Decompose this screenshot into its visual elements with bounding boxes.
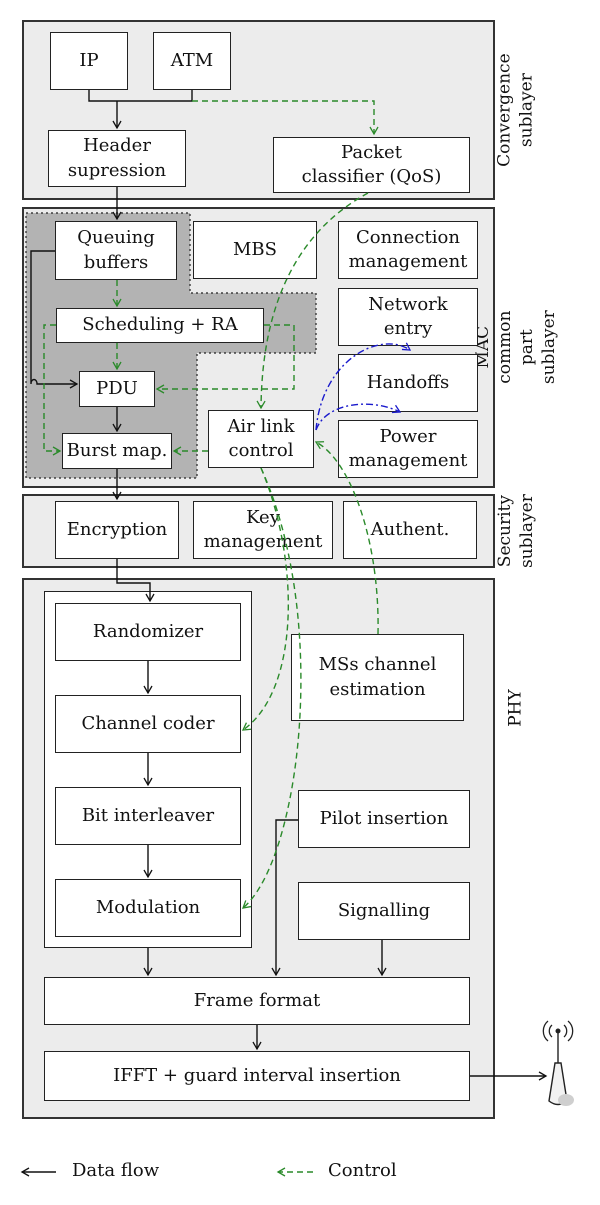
control-airlink-to-power: [315, 403, 402, 431]
mss-channel-estimation-block: MSs channel estimation: [291, 634, 464, 721]
flow-ip-atm-merge: [88, 90, 193, 102]
control-airlink-to-network-entry: [315, 342, 412, 431]
flow-pilot-to-frame: [271, 819, 298, 977]
control-scheduling-to-burst: [43, 324, 62, 456]
control-scheduling-to-pdu-side: [155, 324, 295, 394]
randomizer-block: Randomizer: [55, 603, 241, 661]
authent-block: Authent.: [343, 501, 477, 559]
atm-block: ATM: [153, 32, 231, 90]
control-airlink-to-coder: [241, 467, 290, 731]
control-airlink-to-modulation: [241, 467, 302, 909]
modulation-block: Modulation: [55, 879, 241, 937]
air-link-control-block: Air link control: [208, 410, 314, 468]
mbs-block: MBS: [193, 221, 317, 279]
control-classifier-to-airlink: [256, 192, 369, 410]
connection-management-block: Connection management: [338, 221, 478, 279]
ifft-guard-interval-block: IFFT + guard interval insertion: [44, 1051, 470, 1101]
network-entry-block: Network entry: [338, 288, 478, 346]
control-to-classifier: [192, 100, 379, 136]
flow-queuing-to-pdu: [30, 250, 79, 389]
queuing-buffers-block: Queuing buffers: [55, 221, 177, 280]
packet-classifier-block: Packet classifier (QoS): [273, 137, 470, 193]
header-supression-block: Header supression: [48, 130, 186, 187]
control-estimation-to-airlink: [314, 441, 379, 635]
legend-data-flow-label: Data flow: [72, 1160, 160, 1181]
key-management-block: Key management: [193, 501, 333, 559]
handoffs-block: Handoffs: [338, 354, 478, 412]
bit-interleaver-block: Bit interleaver: [55, 787, 241, 845]
channel-coder-block: Channel coder: [55, 695, 241, 753]
pilot-insertion-block: Pilot insertion: [298, 790, 470, 848]
pdu-block: PDU: [79, 371, 155, 407]
legend-control-label: Control: [328, 1160, 397, 1181]
power-management-block: Power management: [338, 420, 478, 478]
signalling-block: Signalling: [298, 882, 470, 940]
flow-encryption-to-phy: [116, 559, 155, 603]
scheduling-ra-block: Scheduling + RA: [56, 308, 264, 343]
burst-map-block: Burst map.: [62, 433, 172, 469]
ip-block: IP: [50, 32, 128, 90]
frame-format-block: Frame format: [44, 977, 470, 1025]
encryption-block: Encryption: [55, 501, 179, 559]
